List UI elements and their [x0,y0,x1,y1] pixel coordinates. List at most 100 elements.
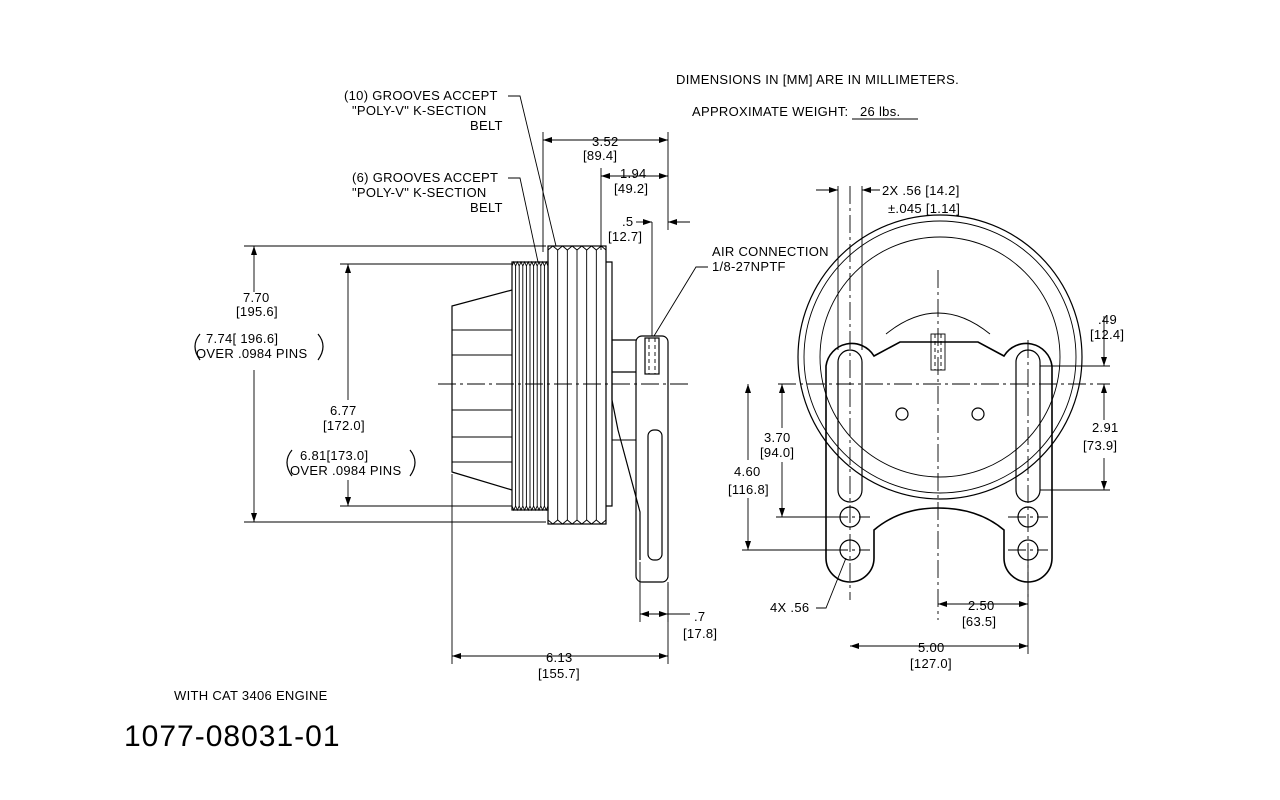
groove-tooth [576,519,587,525]
weight-value: 26 lbs. [860,104,900,119]
groove-tooth [536,505,542,512]
groove-tooth [525,260,531,267]
dim-2-91-mm: [73.9] [1083,438,1117,453]
groove-tooth [518,260,524,267]
groove-tooth [529,505,535,512]
part-number: 1077-08031-01 [124,720,341,753]
svg-text:(6) GROOVES ACCEPT: (6) GROOVES ACCEPT [352,170,498,185]
dim-0-7-in: .7 [694,609,705,624]
dim-7-70-in: 7.70 [243,290,270,305]
dim-1-94-in: 1.94 [620,166,647,181]
dim-1-94: 1.94 [49.2] [600,166,668,250]
hub-body [451,289,513,491]
groove-tooth [540,505,545,512]
groove-tooth [511,505,517,512]
dim-6-77-in: 6.77 [330,403,357,418]
slots-tolerance: ±.045 [1.14] [888,201,960,216]
groove-tooth [547,519,558,525]
svg-text:4X .56: 4X .56 [770,600,809,615]
dim-0-7: .7 [17.8] [639,562,717,641]
front-view: 2X .56 [14.2] ±.045 [1.14] .49 [12.4] 2.… [728,183,1124,671]
groove-tooth [518,505,524,512]
groove-tooth [547,245,558,251]
dim-3-70-mm: [94.0] [760,445,794,460]
dim-4-60: 4.60 [116.8] [728,384,836,551]
dim-6-81-note: OVER .0984 PINS [290,463,401,478]
general-notes: DIMENSIONS IN [MM] ARE IN MILLIMETERS. A… [676,72,959,120]
dim-5-00-mm: [127.0] [910,656,952,671]
groove-tooth [540,260,545,267]
callout-10-grooves: (10) GROOVES ACCEPT "POLY-V" K-SECTION B… [344,88,557,247]
dim-3-52-in: 3.52 [592,134,619,149]
dim-6-13-in: 6.13 [546,650,573,665]
slot-left [837,349,863,503]
groove-tooth [511,260,517,267]
dim-0-49: .49 [12.4] [1040,312,1124,398]
dim-7-70-mm: [195.6] [236,304,278,319]
dim-3-52-mm: [89.4] [583,148,617,163]
groove-tooth [533,260,538,267]
dim-2-91: 2.91 [73.9] [1040,398,1119,491]
mounting-bracket [825,333,1053,583]
callout-4x-holes: 4X .56 [770,557,847,615]
dim-3-70: 3.70 [94.0] [760,384,836,518]
engine-note: WITH CAT 3406 ENGINE [174,688,328,703]
dim-7-70: 7.70 [195.6] 7.74[ 196.6] OVER .0984 PIN… [194,245,546,523]
groove-tooth [533,505,538,512]
callout-6-grooves: (6) GROOVES ACCEPT "POLY-V" K-SECTION BE… [352,170,539,263]
outer-pulley-circle [797,214,1083,500]
groove-tooth [522,505,527,512]
dim-2-50-in: 2.50 [968,598,995,613]
svg-text:(10) GROOVES ACCEPT: (10) GROOVES ACCEPT [344,88,498,103]
dim-2-50: 2.50 [63.5] [938,560,1029,629]
dim-5-00: 5.00 [127.0] [850,612,1029,671]
dim-4-60-in: 4.60 [734,464,761,479]
clutch-plate [611,330,669,583]
paren-right [317,333,324,361]
dim-0-5-mm: [12.7] [608,229,642,244]
dim-3-70-in: 3.70 [764,430,791,445]
dim-4-60-mm: [116.8] [728,482,769,497]
groove-tooth [586,519,597,525]
dim-0-49-in: .49 [1098,312,1117,327]
dim-2x-slot: 2X .56 [14.2] ±.045 [1.14] [816,183,960,350]
groove-tooth [525,505,531,512]
dim-0-49-mm: [12.4] [1090,327,1124,342]
groove-tooth [515,260,520,267]
pulley-6-groove [547,245,607,525]
dim-0-5-in: .5 [622,214,633,229]
groove-tooth [529,260,535,267]
units-note: DIMENSIONS IN [MM] ARE IN MILLIMETERS. [676,72,959,87]
dim-2-91-in: 2.91 [1092,420,1119,435]
callout-air-connection: AIR CONNECTION 1/8-27NPTF [653,244,829,337]
svg-text:"POLY-V" K-SECTION: "POLY-V" K-SECTION [352,185,487,200]
dim-6-13: 6.13 [155.7] [451,474,669,681]
dim-7-74: 7.74[ 196.6] [206,331,278,346]
groove-tooth [557,245,568,251]
groove-tooth [586,245,597,251]
dim-6-81: 6.81[173.0] [300,448,368,463]
svg-text:1/8-27NPTF: 1/8-27NPTF [712,259,786,274]
paren-left [194,333,201,361]
dim-6-77-mm: [172.0] [323,418,365,433]
groove-tooth [576,245,587,251]
weight-label: APPROXIMATE WEIGHT: [692,104,848,119]
svg-text:AIR CONNECTION: AIR CONNECTION [712,244,829,259]
groove-tooth [567,245,578,251]
air-fitting [644,337,660,375]
groove-tooth [567,519,578,525]
dim-6-77: 6.77 [172.0] 6.81[173.0] OVER .0984 PINS [286,263,512,507]
dim-7-74-note: OVER .0984 PINS [196,346,307,361]
dim-3-52: 3.52 [89.4] [542,132,669,252]
svg-text:"POLY-V" K-SECTION: "POLY-V" K-SECTION [352,103,487,118]
dim-0-5: .5 [12.7] [608,214,690,336]
pulley-10-groove [511,260,549,512]
dim-1-94-mm: [49.2] [614,181,648,196]
groove-tooth [596,519,607,525]
groove-tooth [515,505,520,512]
slots-2x-dim: 2X .56 [14.2] [882,183,960,198]
dim-0-7-mm: [17.8] [683,626,717,641]
dim-2-50-mm: [63.5] [962,614,996,629]
groove-tooth [536,260,542,267]
